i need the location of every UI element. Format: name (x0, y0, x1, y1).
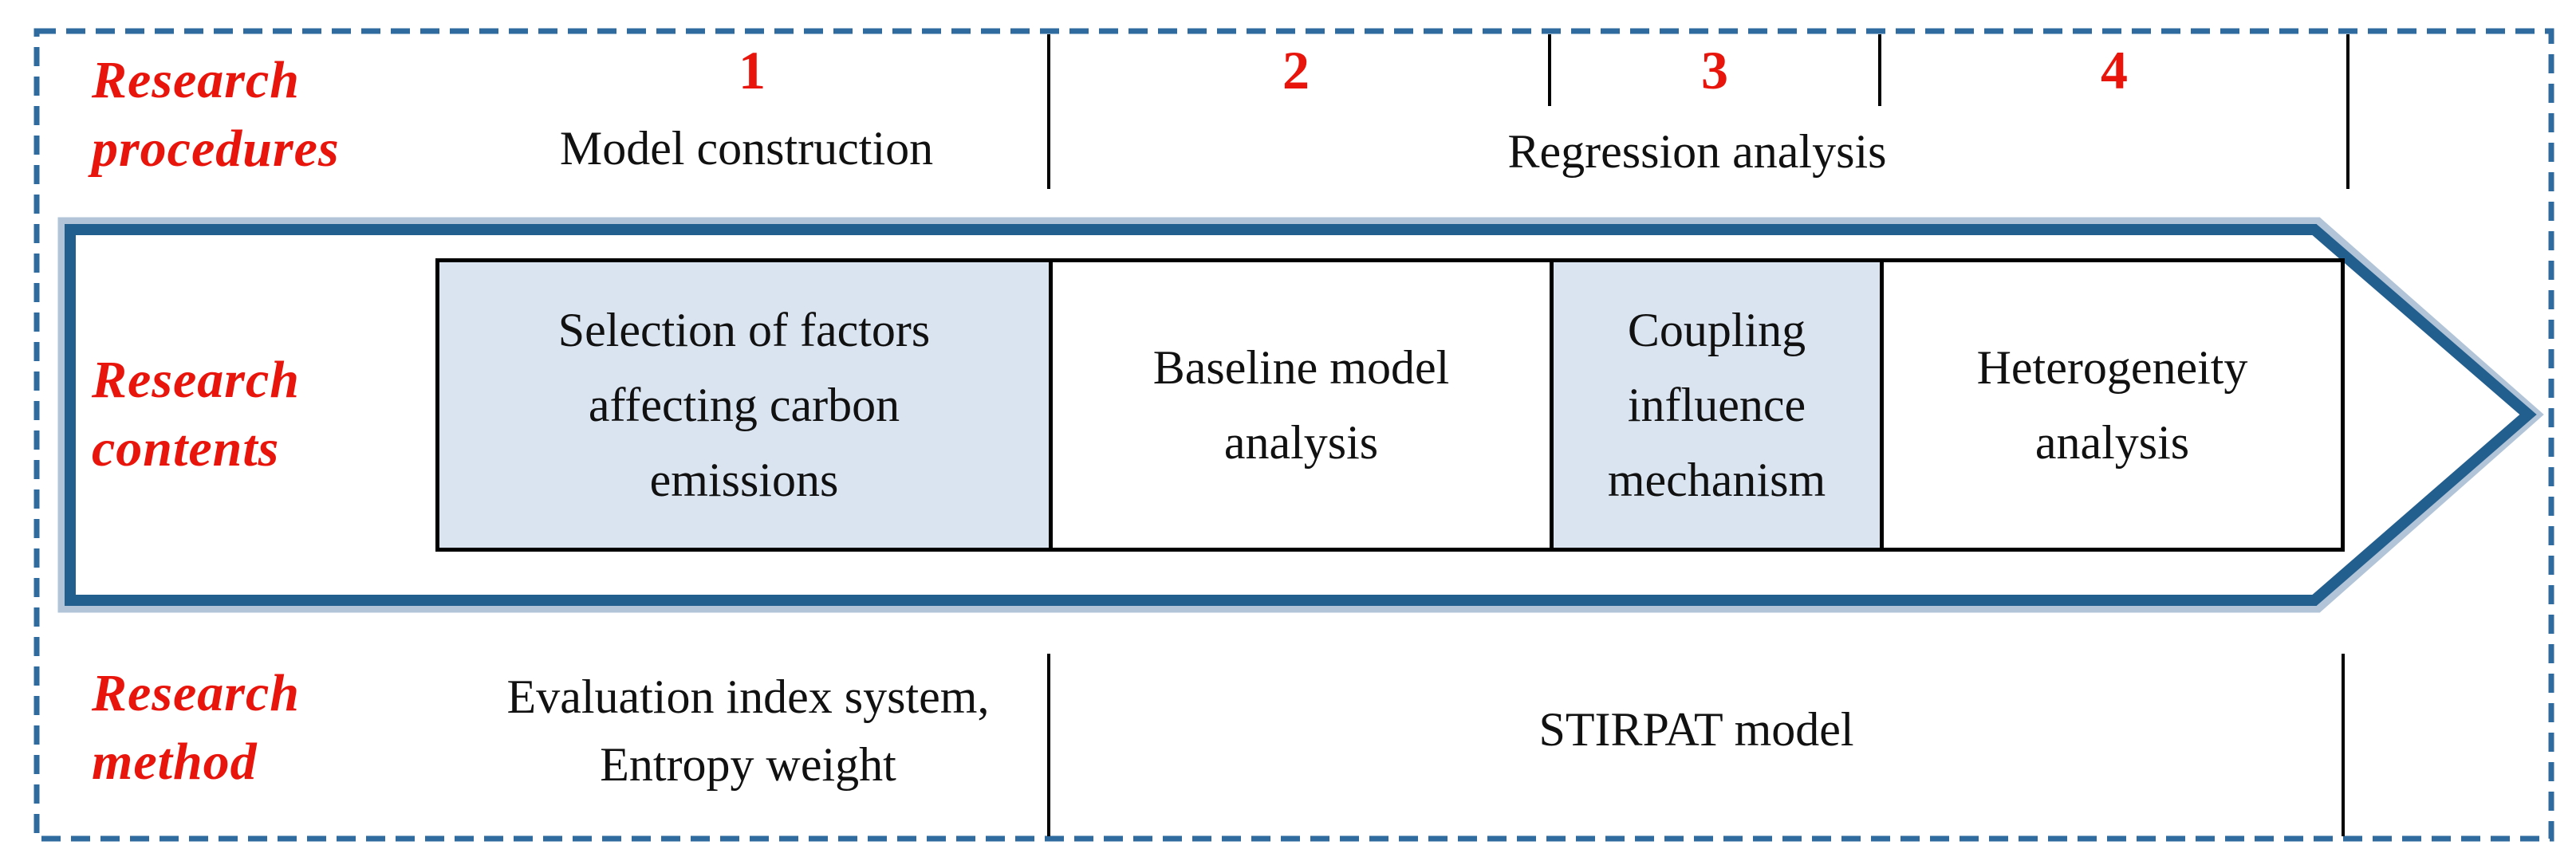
content-box-baseline-model: Baseline model analysis (1049, 258, 1550, 552)
process-arrow-halo (57, 217, 2544, 613)
step-number-2: 2 (1282, 40, 1310, 100)
method-evaluation-entropy: Evaluation index system, Entropy weight (506, 670, 990, 791)
step-number-1: 1 (739, 40, 766, 100)
content-boxes-row: Selection of factors affecting carbon em… (435, 258, 2345, 552)
procedure-model-construction: Model construction (559, 122, 934, 175)
step-number-3: 3 (1701, 40, 1728, 100)
row-label-procedures: Research procedures (92, 51, 340, 178)
method-stirpat-model: STIRPAT model (1538, 703, 1854, 756)
row-label-contents: Research contents (92, 351, 300, 478)
row-label-method: Research method (92, 664, 300, 791)
outer-dashed-border (33, 28, 2554, 842)
content-box-factor-selection: Selection of factors affecting carbon em… (435, 258, 1049, 552)
step-number-4: 4 (2101, 40, 2128, 100)
content-box-heterogeneity: Heterogeneity analysis (1880, 258, 2345, 552)
content-box-coupling-mechanism: Coupling influence mechanism (1550, 258, 1880, 552)
procedure-regression-analysis: Regression analysis (1507, 125, 1887, 178)
